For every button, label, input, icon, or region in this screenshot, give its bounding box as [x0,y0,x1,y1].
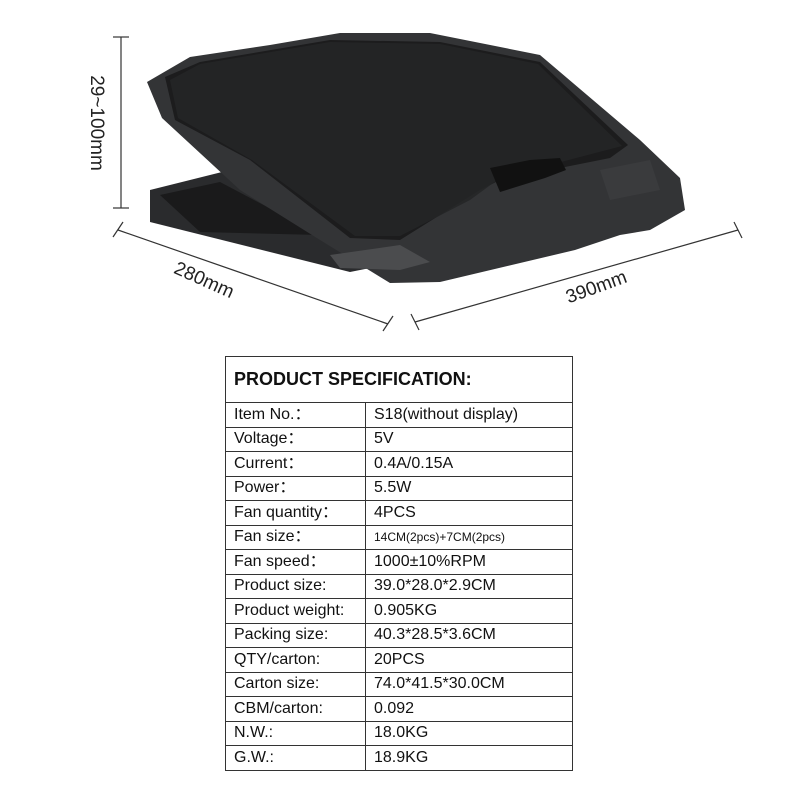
spec-value: 18.0KG [365,720,573,746]
spec-label: Carton size: [225,671,366,697]
table-row: N.W.:18.0KG [225,720,573,746]
table-row: Current：0.4A/0.15A [225,451,573,477]
spec-value: 1000±10%RPM [365,549,573,575]
spec-label: Product size: [225,573,366,599]
table-row: Item No.：S18(without display) [225,402,573,428]
spec-label: Fan quantity： [225,500,366,526]
spec-label: Voltage： [225,426,366,452]
height-dimension-label: 29~100mm [86,75,107,171]
table-row: Fan quantity：4PCS [225,500,573,526]
spec-label: QTY/carton: [225,647,366,673]
spec-value: S18(without display) [365,402,573,428]
table-row: Fan size：14CM(2pcs)+7CM(2pcs) [225,524,573,550]
spec-label: N.W.: [225,720,366,746]
spec-label: Item No.： [225,402,366,428]
spec-value: 20PCS [365,647,573,673]
spec-label: Fan size： [225,524,366,550]
dimension-lines [112,36,743,332]
spec-value: 5V [365,426,573,452]
table-row: QTY/carton:20PCS [225,647,573,673]
table-row: Product weight:0.905KG [225,598,573,624]
spec-title: PRODUCT SPECIFICATION: [225,356,573,403]
table-row: Voltage：5V [225,426,573,452]
spec-value: 5.5W [365,475,573,501]
table-row: Power：5.5W [225,475,573,501]
spec-label: Product weight: [225,598,366,624]
spec-value: 0.092 [365,696,573,722]
spec-value: 4PCS [365,500,573,526]
spec-value: 74.0*41.5*30.0CM [365,671,573,697]
spec-label: CBM/carton: [225,696,366,722]
spec-label: G.W.: [225,745,366,771]
spec-label: Packing size: [225,622,366,648]
table-row: G.W.:18.9KG [225,745,573,771]
spec-value: 0.4A/0.15A [365,451,573,477]
spec-label: Fan speed： [225,549,366,575]
table-row: Packing size:40.3*28.5*3.6CM [225,622,573,648]
spec-value: 18.9KG [365,745,573,771]
table-row: CBM/carton:0.092 [225,696,573,722]
spec-value: 39.0*28.0*2.9CM [365,573,573,599]
cooling-pad [147,33,685,283]
spec-table: PRODUCT SPECIFICATION: Item No.：S18(with… [225,356,573,771]
spec-value: 0.905KG [365,598,573,624]
spec-value: 14CM(2pcs)+7CM(2pcs) [365,524,573,550]
table-row: Carton size:74.0*41.5*30.0CM [225,671,573,697]
table-row: Fan speed：1000±10%RPM [225,549,573,575]
spec-label: Power： [225,475,366,501]
spec-value: 40.3*28.5*3.6CM [365,622,573,648]
table-row: Product size:39.0*28.0*2.9CM [225,573,573,599]
spec-label: Current： [225,451,366,477]
